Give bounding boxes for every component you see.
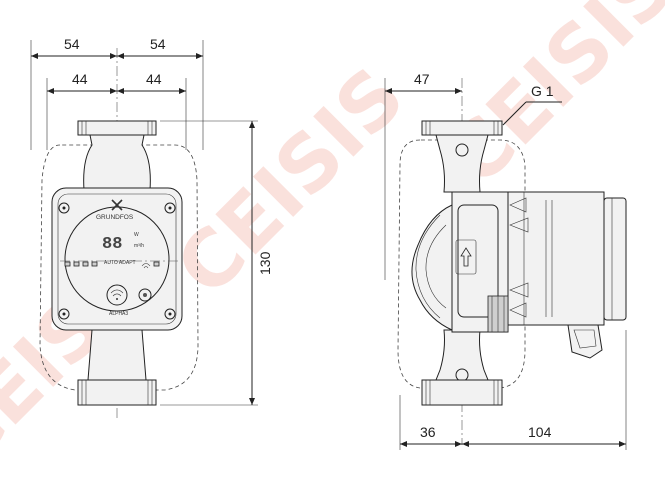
dimension-44-44: 44 44 — [46, 71, 187, 150]
model-label: ALPHA3 — [109, 311, 128, 317]
cooling-fins — [509, 197, 529, 318]
dim-label: 104 — [528, 424, 552, 440]
mode-button[interactable] — [138, 288, 152, 302]
front-envelope — [39, 144, 199, 391]
dimension-36-104: 36 104 — [399, 330, 627, 450]
screw-icon — [58, 308, 70, 320]
dimension-130: 130 — [160, 120, 273, 406]
side-view: 47 G 1 — [384, 71, 627, 450]
display-digits: 88 — [102, 235, 122, 254]
dimension-47: 47 — [384, 71, 462, 280]
grundfos-logo-icon — [111, 199, 123, 211]
inlet-connection-top — [421, 120, 503, 193]
screw-icon — [164, 202, 176, 214]
dim-label: 54 — [64, 36, 80, 52]
front-view: 54 54 44 44 130 — [30, 36, 273, 420]
motor-can — [507, 191, 605, 326]
unit-power-label: W — [134, 232, 139, 238]
mode-indicator-row — [60, 260, 178, 267]
screw-icon — [164, 308, 176, 320]
brand-label: GRUNDFOS — [96, 214, 134, 221]
dim-label: 130 — [257, 251, 273, 275]
watermark-text: CEISIS — [160, 51, 422, 313]
control-head — [603, 197, 627, 321]
pump-housing — [411, 192, 453, 331]
screw-icon — [58, 202, 70, 214]
mode-label: AUTO ADAPT — [104, 260, 136, 266]
wifi-icon — [141, 263, 151, 269]
flow-arrow-icon — [455, 239, 477, 275]
thread-label: G 1 — [531, 83, 554, 99]
dim-label: 47 — [414, 71, 430, 87]
outlet-connection-bottom — [421, 329, 503, 406]
control-faceplate — [64, 206, 170, 312]
power-connector — [487, 295, 603, 359]
inlet-connection-top — [77, 120, 157, 191]
dim-label: 44 — [146, 71, 162, 87]
connect-button[interactable] — [106, 284, 128, 306]
led-indicator — [153, 261, 160, 267]
dim-label: 44 — [72, 71, 88, 87]
dim-label: 36 — [420, 424, 436, 440]
unit-flow-label: m³/h — [134, 243, 144, 249]
dimension-54-54: 54 54 — [30, 36, 204, 150]
dim-label: 54 — [150, 36, 166, 52]
thread-callout: G 1 — [502, 83, 562, 126]
